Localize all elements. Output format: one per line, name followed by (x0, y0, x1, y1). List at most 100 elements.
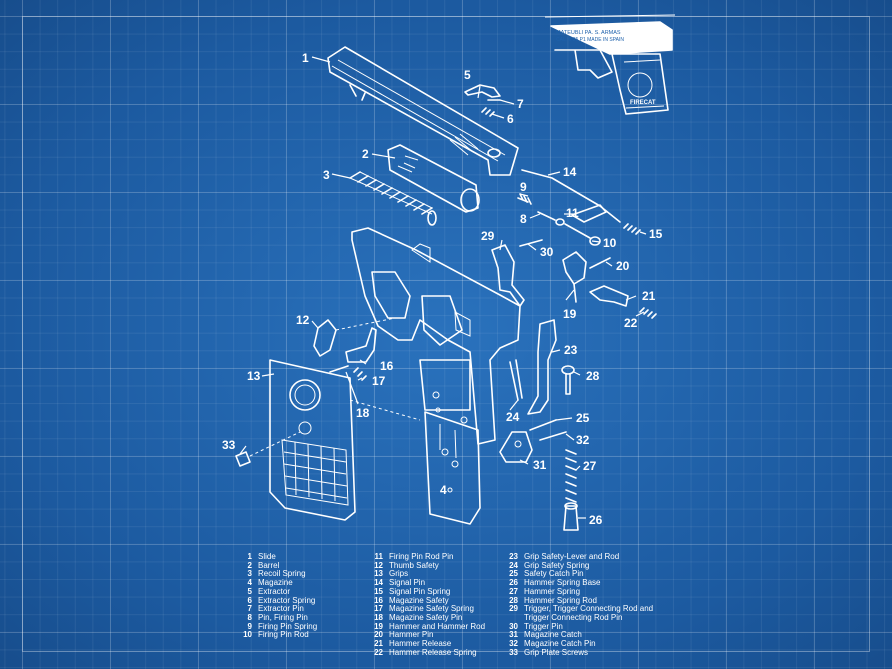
callout-29: 29 (481, 229, 495, 243)
callout-17: 17 (372, 374, 386, 388)
part-grip-safety-spring (509, 359, 523, 401)
callout-2: 2 (362, 147, 369, 161)
blueprint-frame (22, 16, 870, 652)
callout-20: 20 (616, 259, 630, 273)
inset-slide-engraving-2: CAL. 6,35 P1 MADE IN SPAIN (556, 37, 624, 43)
part-signal-pin (521, 169, 621, 223)
callout-27: 27 (583, 459, 597, 473)
callout-4: 4 (440, 483, 447, 497)
part-grip-plate-screw (235, 431, 301, 467)
part-extractor (464, 84, 501, 98)
callout-6: 6 (507, 112, 514, 126)
callout-12: 12 (296, 313, 310, 327)
part-hammer (562, 251, 587, 303)
part-firing-pin-group (517, 193, 607, 246)
callout-1: 1 (302, 51, 309, 65)
callout-3: 3 (323, 168, 330, 182)
inset-pistol-illustration: MATEUBLI PA. S. ARMAS CAL. 6,35 P1 MADE … (544, 14, 676, 115)
part-slide (327, 46, 519, 176)
part-hammer-release (589, 285, 629, 307)
callout-30: 30 (540, 245, 554, 259)
part-magazine (424, 411, 481, 525)
callout-19: 19 (563, 307, 577, 321)
part-barrel (387, 144, 480, 213)
part-trigger-pin (519, 239, 543, 247)
part-hammer-pin (589, 257, 611, 269)
callout-14: 14 (563, 165, 577, 179)
part-thumb-safety (313, 317, 396, 357)
callout-labels: 1 2 3 4 5 6 7 8 9 10 11 12 13 14 15 16 1… (222, 51, 663, 527)
callout-31: 31 (533, 458, 547, 472)
part-safety-catch-pin (529, 419, 557, 431)
leader-lines (239, 56, 647, 519)
inset-grip-marking: FIRECAT (630, 100, 656, 106)
callout-18: 18 (356, 406, 370, 420)
callout-7: 7 (517, 97, 524, 111)
part-hammer-release-spring (639, 307, 657, 319)
part-magazine-safety-pin (329, 365, 349, 373)
part-recoil-spring (349, 171, 437, 226)
callout-32: 32 (576, 433, 590, 447)
part-trigger (491, 244, 525, 307)
callout-15: 15 (649, 227, 663, 241)
callout-22: 22 (624, 316, 638, 330)
callout-26: 26 (589, 513, 603, 527)
part-magazine-safety (345, 327, 377, 363)
callout-5: 5 (464, 68, 471, 82)
callout-9: 9 (520, 180, 527, 194)
callout-13: 13 (247, 369, 261, 383)
part-extractor-spring (481, 107, 495, 117)
callout-10: 10 (603, 236, 617, 250)
callout-16: 16 (380, 359, 394, 373)
callout-21: 21 (642, 289, 656, 303)
part-signal-pin-spring (623, 223, 641, 235)
part-magazine-catch (499, 431, 533, 463)
part-hammer-spring (565, 449, 577, 503)
callout-25: 25 (576, 411, 590, 425)
part-magazine-catch-pin (539, 431, 567, 441)
callout-33: 33 (222, 438, 236, 452)
callout-11: 11 (566, 206, 579, 220)
callout-8: 8 (520, 212, 527, 226)
part-hammer-spring-rod (561, 365, 575, 395)
part-grip-safety-lever (527, 319, 557, 415)
part-magazine-safety-spring (353, 367, 367, 381)
callout-28: 28 (586, 369, 600, 383)
callout-24: 24 (506, 410, 520, 424)
